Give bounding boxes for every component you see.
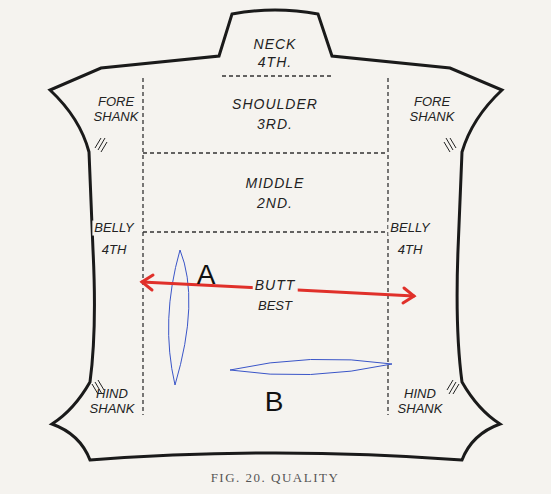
grade: 4TH [100,243,129,258]
part-name: HIND SHANK [84,387,140,417]
part-name: BELLY [388,221,431,236]
grade: 4TH. [256,54,294,70]
callout-letter: B [265,386,284,418]
part-name: SHOULDER [230,96,320,112]
part-name: BUTT [253,277,298,293]
part-name: HIND SHANK [392,387,448,417]
grade: 4TH [396,243,425,258]
part-name: BELLY [92,221,135,236]
part-name: FORE SHANK [404,95,460,125]
shank-hatching [92,138,459,394]
part-name: NECK [252,36,299,52]
division-lines [143,76,388,415]
figure-caption: FIG. 20. QUALITY [211,470,340,486]
cut-outline-b [230,359,392,375]
callout-letter: A [197,259,216,291]
grade: BEST [256,299,294,314]
grade: 2ND. [255,195,295,211]
hide-outline [50,10,502,460]
cut-outline-a [169,250,189,385]
grade: 3RD. [255,116,295,132]
part-name: MIDDLE [244,175,307,191]
part-name: FORE SHANK [88,95,144,125]
